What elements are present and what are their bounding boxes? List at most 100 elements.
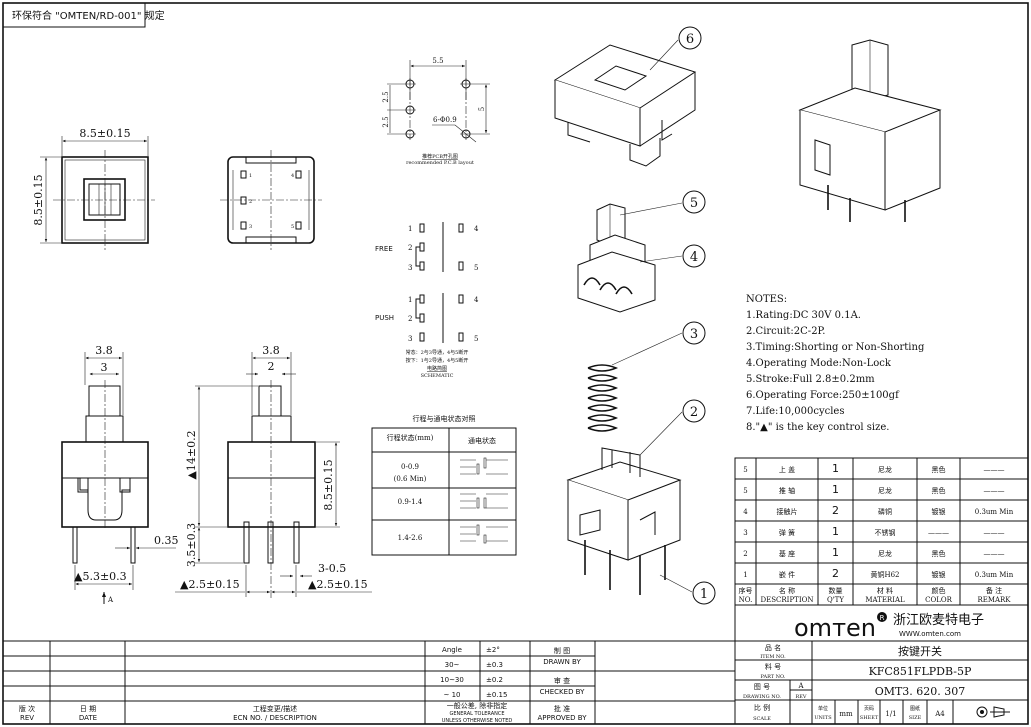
pin-label: 5	[291, 224, 294, 230]
pcb-layout-subtitle: recommended P.C.B layout	[406, 160, 474, 166]
part-label: 料 号	[765, 662, 781, 671]
top-width-dim: 8.5±0.15	[79, 127, 130, 140]
callout-6: 6	[686, 32, 694, 47]
sheet-value: 1/1	[885, 710, 896, 718]
note-item: 1.Rating:DC 30V 0.1A.	[746, 310, 861, 321]
pcb-height-dim: 5	[478, 107, 486, 111]
schematic: FREE PUSH 1 2 3 4 5 1 2 3 4 5 常态：2与3导通，4…	[375, 222, 479, 379]
bom-remark: ———	[984, 487, 1005, 495]
schematic-title-en: SCHEMATIC	[421, 373, 454, 379]
pin-label: 4	[291, 173, 294, 179]
note-item: 5.Stroke:Full 2.8±0.2mm	[746, 374, 875, 385]
bom-remark: 0.3um Min	[975, 508, 1014, 516]
svg-text:R: R	[880, 614, 885, 622]
bom-desc: 推 轴	[779, 486, 795, 495]
pcb-layout: 5.5 2.5 2.5 5 6-Φ0.9 推荐PCB开孔图 recommende…	[382, 57, 490, 166]
company-logo: omтen	[794, 614, 876, 642]
part-number: KFC851FLPDB-5P	[869, 665, 972, 678]
tolerance-range: ~ 10	[444, 691, 461, 699]
dim-width-outer: 3.8	[262, 344, 280, 357]
state-diagrams	[460, 457, 508, 544]
pin-label: 5	[474, 264, 478, 272]
dim-pin-length: 3.5±0.3	[185, 523, 198, 567]
bom-color: 黑色	[932, 486, 946, 495]
travel-state-table: 行程与通电状态对照 行程状态(mm) 通电状态 0-0.9 (0.6 Min) …	[371, 414, 517, 556]
bom-no: 3	[743, 529, 747, 537]
bom-remark: ———	[984, 466, 1005, 474]
company-website: WWW.omten.com	[899, 630, 961, 638]
schematic-note-push: 按下：1与2导通，4与5断开	[406, 357, 469, 364]
bom-color: 黑色	[932, 549, 946, 558]
tolerance-range: 30~	[445, 661, 460, 669]
projection-symbol-icon	[976, 706, 1010, 718]
bom-color: 镀银	[932, 507, 946, 516]
bom-header-no-en: NO.	[739, 596, 753, 604]
part-4-contacts	[577, 251, 656, 313]
scale-label: 比 例	[754, 703, 770, 712]
scale-label-en: SCALE	[753, 716, 771, 722]
bom-material: 尼龙	[878, 465, 892, 474]
bom-header-material: 材 料	[877, 586, 893, 595]
checked-by-label: 审 查	[554, 676, 570, 685]
bom-remark: ———	[984, 550, 1005, 558]
units-label: 单位	[818, 705, 828, 712]
size-label: 图纸	[910, 705, 920, 712]
pcb-layout-title: 推荐PCB开孔图	[422, 153, 458, 160]
bom-remark: ———	[984, 529, 1005, 537]
rev-value: A	[797, 682, 804, 690]
bom-qty: 2	[832, 567, 839, 580]
title-block: omтen R 浙江欧麦特电子 WWW.omten.com 品 名 ITEM N…	[734, 604, 1029, 725]
units-label-en: UNITS	[814, 715, 832, 721]
bom-material: 尼龙	[878, 549, 892, 558]
view-arrow-label: A	[107, 596, 114, 604]
bom-remark: 0.3um Min	[975, 571, 1014, 579]
pin-label: 5	[474, 335, 478, 343]
bom-header-remark-en: REMARK	[977, 596, 1011, 604]
bom-no: 4	[743, 508, 748, 516]
travel-table-title: 行程与通电状态对照	[413, 414, 476, 423]
free-label: FREE	[375, 245, 393, 253]
callout-4: 4	[690, 250, 698, 265]
travel-value-sub: (0.6 Min)	[394, 475, 427, 483]
bom-qty: 1	[832, 483, 839, 496]
pin-label: 3	[249, 224, 252, 230]
bom-qty: 1	[832, 525, 839, 538]
tolerance-value: ±0.3	[486, 661, 503, 669]
bom-material: 磷铜	[878, 507, 892, 516]
bom-desc: 基 座	[779, 549, 795, 558]
callout-2: 2	[690, 405, 698, 420]
pin-label: 4	[474, 225, 479, 233]
bom-qty: 2	[832, 504, 839, 517]
part-2-base	[566, 447, 682, 595]
callout-leaders	[611, 39, 693, 593]
dim-body-height: 8.5±0.15	[322, 459, 335, 510]
travel-value: 0.9-1.4	[398, 498, 423, 506]
note-item: 7.Life:10,000cycles	[746, 406, 844, 417]
bom-material: 尼龙	[878, 486, 892, 495]
schematic-title-cn: 电路简图	[427, 365, 447, 372]
tolerance-value: ±2°	[486, 646, 500, 654]
pin-label: 2	[408, 244, 412, 252]
bom-header-remark: 备 注	[986, 586, 1002, 595]
item-label-en: ITEM NO.	[760, 654, 786, 660]
travel-header: 行程状态(mm)	[387, 433, 434, 442]
tolerance-value: ±0.15	[486, 691, 507, 699]
rev-header-en: REV	[20, 714, 34, 722]
bom-header-no: 序号	[739, 586, 753, 595]
assembled-switch	[798, 39, 942, 222]
note-item: 8."▲" is the key control size.	[746, 422, 889, 433]
bom-no: 2	[743, 550, 747, 558]
dim-width-inner: 2	[268, 360, 275, 373]
bom-header-desc-en: DESCRIPTION	[761, 596, 814, 604]
notes: NOTES: 1.Rating:DC 30V 0.1A. 2.Circuit:2…	[746, 294, 925, 433]
bom-no: 5	[743, 487, 747, 495]
dim-pin-thickness: 0.35	[154, 534, 179, 547]
dim-pin-span: ▲5.3±0.3	[74, 570, 127, 583]
pin-label: 3	[408, 335, 412, 343]
dim-pitch-right: ▲2.5±0.15	[308, 578, 368, 591]
pcb-holes-dim: 6-Φ0.9	[433, 116, 457, 124]
dim-pin-width: 3-0.5	[318, 562, 346, 575]
drawing-label-en: DRAWING NO.	[743, 694, 781, 700]
size-label-en: SIZE	[909, 715, 922, 721]
